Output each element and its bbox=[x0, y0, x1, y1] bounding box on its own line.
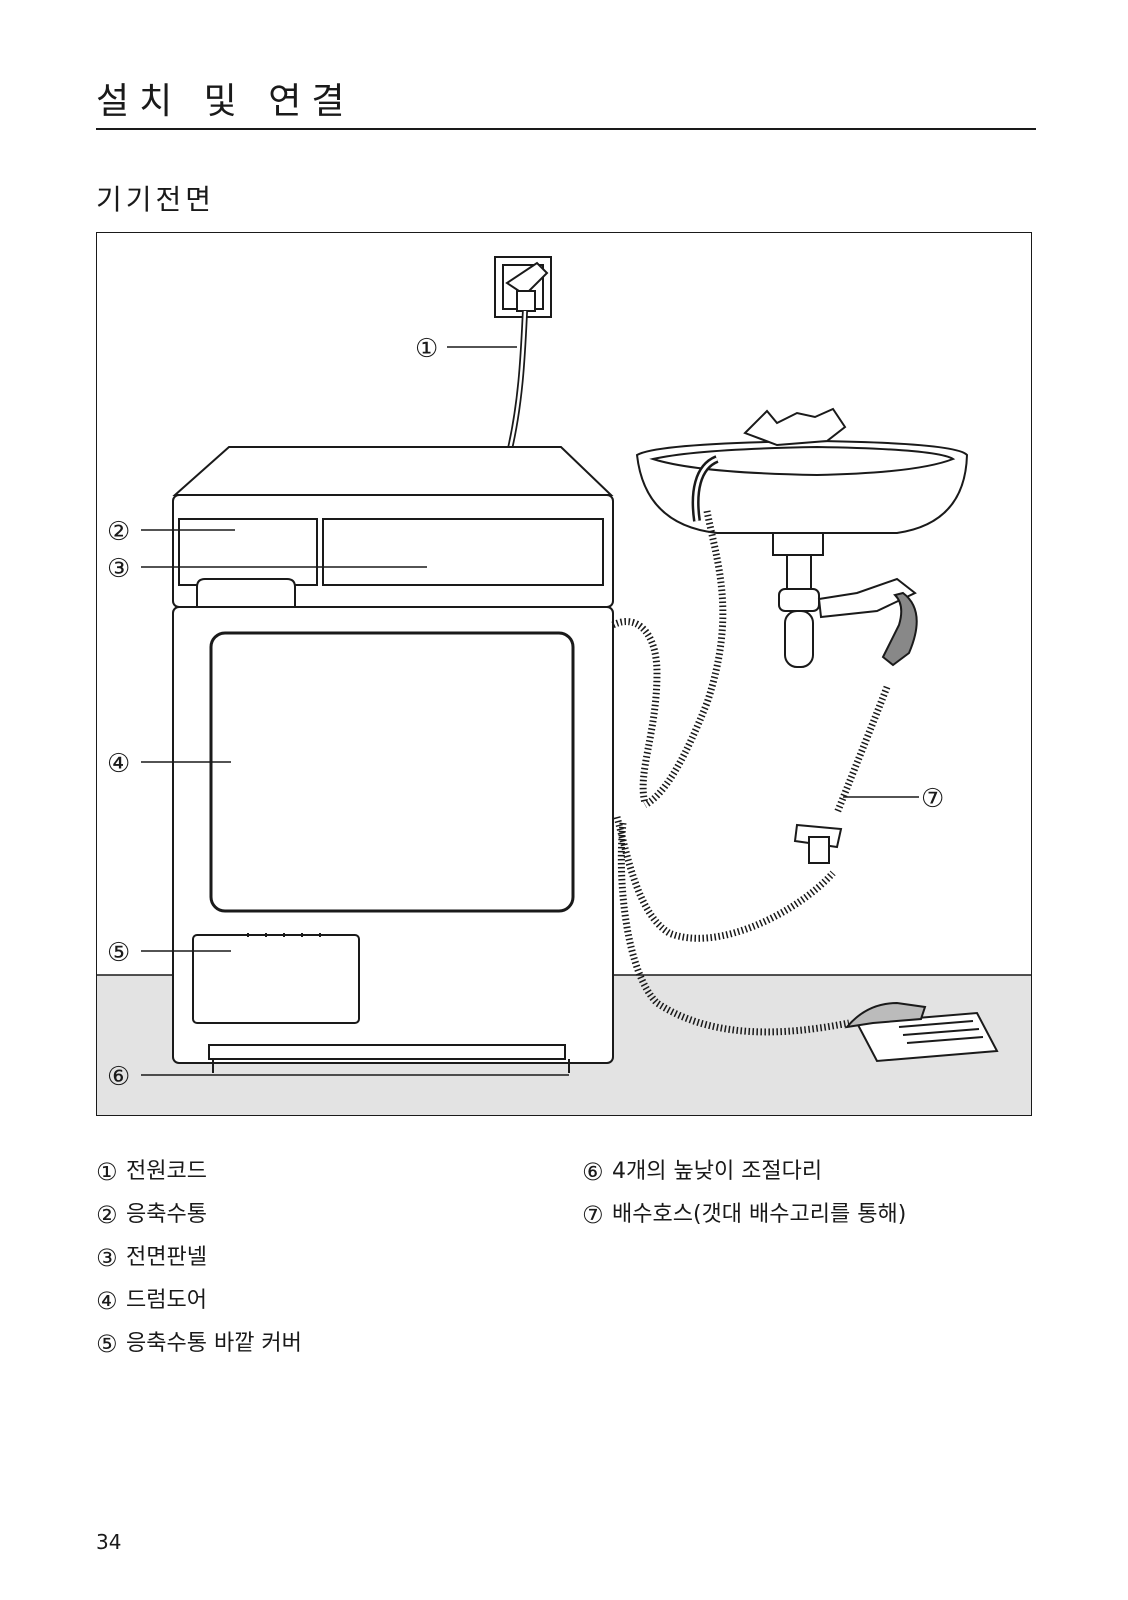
dryer bbox=[172, 446, 614, 1073]
page-title: 설치 및 연결 bbox=[96, 81, 355, 122]
legend-item: ③ 전면판넬 bbox=[96, 1236, 302, 1279]
legend-left: ① 전원코드 ② 응축수통 ③ 전면판넬 ④ 드럼도어 ⑤ 응축수통 바깥 커버 bbox=[96, 1150, 302, 1365]
callout-1: ① bbox=[415, 334, 438, 364]
legend-item: ⑤ 응축수통 바깥 커버 bbox=[96, 1322, 302, 1365]
callout-leaders bbox=[141, 346, 919, 1076]
legend-number: ② bbox=[96, 1200, 118, 1229]
callout-4: ④ bbox=[107, 749, 130, 779]
callout-7: ⑦ bbox=[921, 784, 944, 814]
legend-number: ⑤ bbox=[96, 1329, 118, 1358]
callout-2: ② bbox=[107, 517, 130, 547]
appliance-front-illustration: ① ② ③ ④ ⑤ ⑥ ⑦ bbox=[96, 232, 1032, 1116]
legend-label: 응축수통 바깥 커버 bbox=[126, 1330, 302, 1356]
floor-drain bbox=[844, 1001, 999, 1063]
appliance-diagram-svg: ① ② ③ ④ ⑤ ⑥ ⑦ bbox=[97, 256, 1031, 1115]
legend-number: ① bbox=[96, 1157, 118, 1186]
power-cord bbox=[506, 310, 528, 454]
legend-label: 응축수통 bbox=[126, 1201, 207, 1227]
legend-label: 전원코드 bbox=[126, 1158, 207, 1184]
hose-connector bbox=[793, 823, 843, 864]
legend-item: ④ 드럼도어 bbox=[96, 1279, 302, 1322]
page-number: 34 bbox=[96, 1530, 122, 1554]
callout-6: ⑥ bbox=[107, 1062, 130, 1092]
legend-label: 배수호스(갯대 배수고리를 통해) bbox=[612, 1201, 907, 1227]
legend-right: ⑥ 4개의 높낮이 조절다리 ⑦ 배수호스(갯대 배수고리를 통해) bbox=[582, 1150, 906, 1236]
legend-label: 전면판넬 bbox=[126, 1244, 207, 1270]
sink bbox=[635, 407, 969, 668]
title-rule bbox=[96, 128, 1036, 130]
legend-number: ⑥ bbox=[582, 1157, 604, 1186]
legend-label: 드럼도어 bbox=[126, 1287, 207, 1313]
legend-number: ③ bbox=[96, 1243, 118, 1272]
legend-number: ⑦ bbox=[582, 1200, 604, 1229]
legend-item: ⑦ 배수호스(갯대 배수고리를 통해) bbox=[582, 1193, 906, 1236]
legend-item: ① 전원코드 bbox=[96, 1150, 302, 1193]
drain-hose bbox=[611, 510, 891, 1036]
callout-5: ⑤ bbox=[107, 938, 130, 968]
legend-label: 4개의 높낮이 조절다리 bbox=[612, 1158, 823, 1184]
wall-socket bbox=[494, 256, 552, 318]
legend-number: ④ bbox=[96, 1286, 118, 1315]
section-subtitle: 기기전면 bbox=[96, 183, 216, 216]
callout-3: ③ bbox=[107, 554, 130, 584]
legend-item: ⑥ 4개의 높낮이 조절다리 bbox=[582, 1150, 906, 1193]
legend-item: ② 응축수통 bbox=[96, 1193, 302, 1236]
